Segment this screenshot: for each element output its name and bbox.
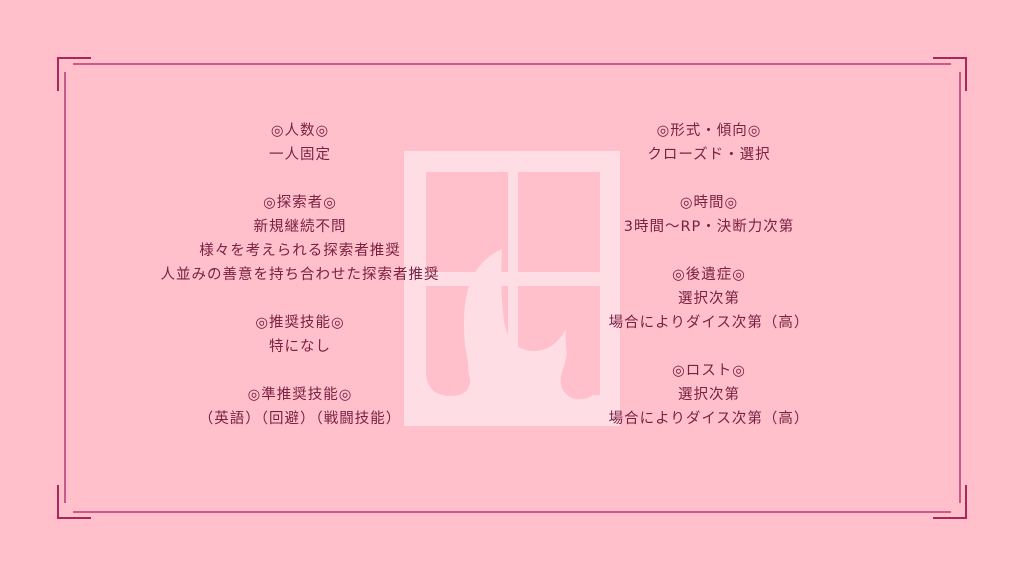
semi-recommended-skills-section: ◎準推奨技能◎ （英語）（回避）（戦闘技能） xyxy=(140,383,460,431)
section-heading: ◎形式・傾向◎ xyxy=(656,123,762,139)
section-heading: ◎探索者◎ xyxy=(263,195,337,211)
frame-left-line xyxy=(64,72,66,503)
time-section: ◎時間◎ 3時間〜RP・決断力次第 xyxy=(574,191,844,239)
section-line: 場合によりダイス次第（高） xyxy=(608,315,810,331)
section-heading: ◎人数◎ xyxy=(270,123,330,139)
players-section: ◎人数◎ 一人固定 xyxy=(140,119,460,167)
section-line: クローズド・選択 xyxy=(647,147,771,163)
format-section: ◎形式・傾向◎ クローズド・選択 xyxy=(574,119,844,167)
section-heading: ◎推奨技能◎ xyxy=(255,315,345,331)
recommended-skills-section: ◎推奨技能◎ 特になし xyxy=(140,311,460,359)
section-line: 新規継続不問 xyxy=(253,219,347,235)
section-line: （英語）（回避）（戦闘技能） xyxy=(198,411,402,427)
section-line: 様々を考えられる探索者推奨 xyxy=(199,243,401,259)
right-info-column: ◎形式・傾向◎ クローズド・選択 ◎時間◎ 3時間〜RP・決断力次第 ◎後遺症◎… xyxy=(574,119,844,431)
frame-top-line xyxy=(73,63,951,65)
left-info-column: ◎人数◎ 一人固定 ◎探索者◎ 新規継続不問 様々を考えられる探索者推奨 人並み… xyxy=(140,119,460,431)
section-heading: ◎時間◎ xyxy=(679,195,739,211)
aftereffects-section: ◎後遺症◎ 選択次第 場合によりダイス次第（高） xyxy=(574,263,844,335)
window-with-flame-icon xyxy=(404,151,620,426)
lost-section: ◎ロスト◎ 選択次第 場合によりダイス次第（高） xyxy=(574,359,844,431)
section-line: 場合によりダイス次第（高） xyxy=(608,411,810,427)
section-heading: ◎後遺症◎ xyxy=(672,267,746,283)
section-line: 選択次第 xyxy=(678,387,740,403)
investigator-section: ◎探索者◎ 新規継続不問 様々を考えられる探索者推奨 人並みの善意を持ち合わせた… xyxy=(140,191,460,287)
section-line: 特になし xyxy=(269,339,331,355)
section-heading: ◎準推奨技能◎ xyxy=(247,387,353,403)
section-line: 選択次第 xyxy=(678,291,740,307)
frame-right-line xyxy=(959,72,961,503)
section-heading: ◎ロスト◎ xyxy=(672,363,746,379)
section-line: 3時間〜RP・決断力次第 xyxy=(623,219,795,235)
frame-bottom-line xyxy=(73,511,951,513)
section-line: 人並みの善意を持ち合わせた探索者推奨 xyxy=(160,267,440,283)
section-line: 一人固定 xyxy=(269,147,331,163)
